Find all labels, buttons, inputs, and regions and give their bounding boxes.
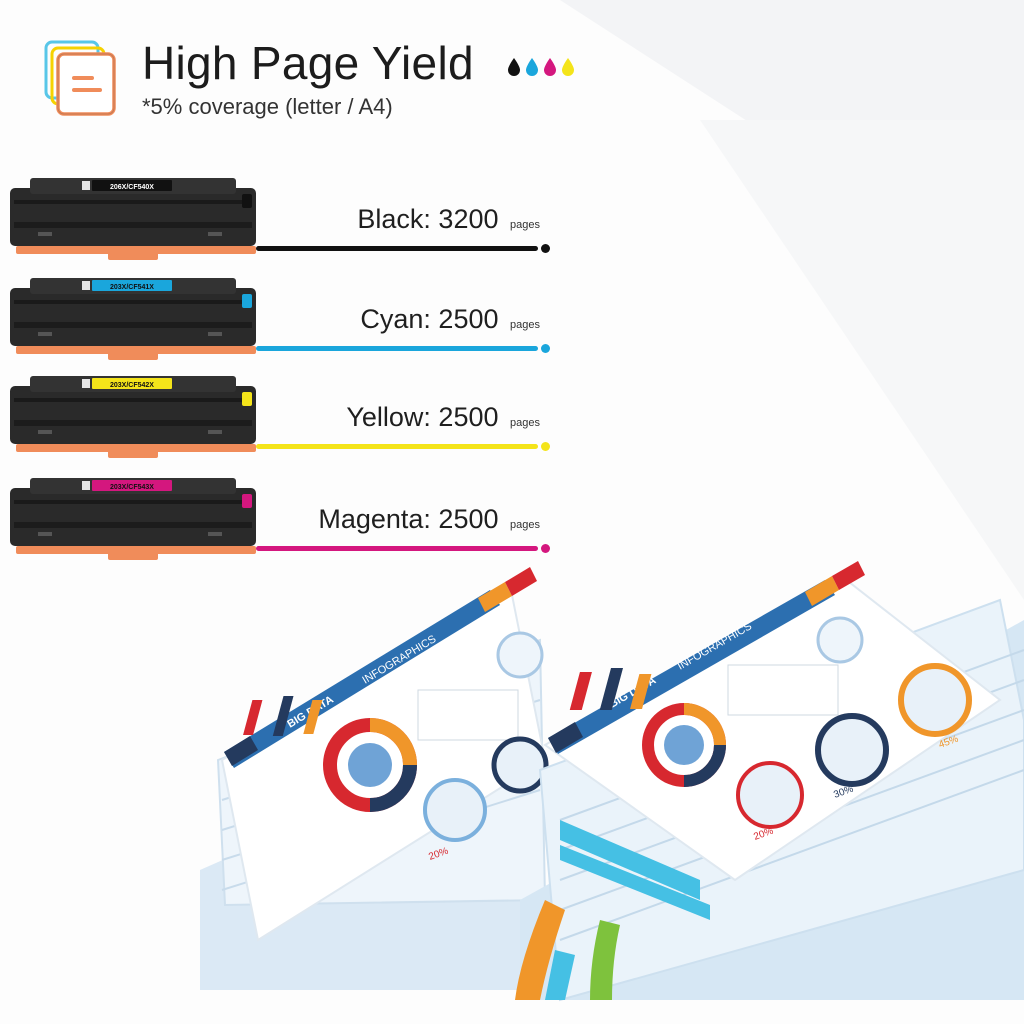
cartridge-ridge — [14, 500, 252, 504]
toner-cartridge-yellow: 203X/CF542X — [10, 376, 256, 458]
yield-label-black: Black: 3200 pages — [357, 204, 540, 235]
cartridge-color-label — [92, 378, 172, 389]
cartridge-detail — [38, 532, 52, 536]
cartridge-base — [16, 546, 256, 554]
page-unit: pages — [510, 219, 540, 231]
cartridge-row-magenta: 203X/CF543X Magenta: 2500 pages — [0, 476, 560, 568]
yield-dot-yellow — [541, 442, 550, 451]
color-name: Yellow: — [346, 402, 431, 432]
cartridge-ridge — [14, 200, 252, 204]
cartridge-model-text: 203X/CF542X — [110, 382, 154, 389]
yield-dot-cyan — [541, 344, 550, 353]
yield-label-cyan: Cyan: 2500 pages — [360, 304, 540, 335]
page-count: 3200 — [438, 204, 499, 234]
yield-label-magenta: Magenta: 2500 pages — [318, 504, 540, 535]
yield-dot-black — [541, 244, 550, 253]
cartridge-detail — [208, 232, 222, 236]
yield-bar-magenta — [256, 546, 538, 551]
cartridge-base-tab — [108, 450, 158, 458]
cartridge-ridge — [14, 322, 252, 328]
color-name: Black: — [357, 204, 431, 234]
cartridge-detail — [38, 430, 52, 434]
yield-bar-cyan — [256, 346, 538, 351]
cartridge-detail — [38, 232, 52, 236]
cartridge-logo — [82, 281, 90, 290]
cartridge-detail — [208, 332, 222, 336]
bg-shape — [700, 120, 1024, 600]
coverage-note: *5% coverage (letter / A4) — [142, 94, 393, 119]
header: High Page Yield *5% coverage (letter / A… — [42, 36, 642, 126]
cartridge-logo — [82, 181, 90, 190]
cartridge-model-text: 206X/CF540X — [110, 184, 154, 191]
cartridge-detail — [38, 332, 52, 336]
color-name: Magenta: — [318, 504, 431, 534]
cartridge-side-tab — [242, 392, 252, 406]
cartridge-color-label — [92, 280, 172, 291]
page-unit: pages — [510, 319, 540, 331]
cartridge-detail — [208, 430, 222, 434]
cartridge-body — [10, 188, 256, 246]
yield-label-yellow: Yellow: 2500 pages — [346, 402, 540, 433]
cartridge-base-tab — [108, 552, 158, 560]
cartridge-row-black: 206X/CF540X Black: 3200 pages — [0, 176, 560, 268]
cartridge-body — [10, 386, 256, 444]
cartridge-base-tab — [108, 252, 158, 260]
cartridge-ridge — [14, 522, 252, 528]
cartridge-side-tab — [242, 194, 252, 208]
cartridge-ridge — [14, 222, 252, 228]
cartridge-base-tab — [108, 352, 158, 360]
page-count: 2500 — [438, 304, 499, 334]
ink-drops-icon — [508, 58, 574, 76]
toner-cartridge-black: 206X/CF540X — [10, 178, 256, 260]
toner-cartridge-cyan: 203X/CF541X — [10, 278, 256, 360]
page-unit: pages — [510, 519, 540, 531]
cartridge-row-yellow: 203X/CF542X Yellow: 2500 pages — [0, 374, 560, 466]
cartridge-side-tab — [242, 494, 252, 508]
page-unit: pages — [510, 417, 540, 429]
page-count: 2500 — [438, 504, 499, 534]
cartridge-body — [10, 288, 256, 346]
cartridge-base — [16, 444, 256, 452]
color-name: Cyan: — [360, 304, 431, 334]
cartridge-model-text: 203X/CF543X — [110, 484, 154, 491]
cartridge-ridge — [14, 420, 252, 426]
cartridge-row-cyan: 203X/CF541X Cyan: 2500 pages — [0, 276, 560, 368]
yield-bar-black — [256, 246, 538, 251]
cartridge-detail — [208, 532, 222, 536]
cartridge-body — [10, 488, 256, 546]
document-stack-icon — [44, 40, 116, 116]
cartridge-model-text: 203X/CF541X — [110, 284, 154, 291]
cartridge-color-label — [92, 480, 172, 491]
cartridge-ridge — [14, 398, 252, 402]
cartridge-base — [16, 346, 256, 354]
cartridge-ridge — [14, 300, 252, 304]
cartridge-color-label — [92, 180, 172, 191]
toner-cartridge-magenta: 203X/CF543X — [10, 478, 256, 560]
page-title: High Page Yield — [142, 37, 474, 89]
left-paper-stack: BIG DATA INFOGRAPHICS 20% — [200, 567, 549, 990]
cartridge-logo — [82, 481, 90, 490]
cartridge-logo — [82, 379, 90, 388]
right-paper-stack: BIG DATA INFOGRAPHICS 20% 30% 45% — [515, 561, 1024, 1002]
yield-bar-yellow — [256, 444, 538, 449]
cartridge-side-tab — [242, 294, 252, 308]
cartridge-base — [16, 246, 256, 254]
yield-dot-magenta — [541, 544, 550, 553]
page-count: 2500 — [438, 402, 499, 432]
